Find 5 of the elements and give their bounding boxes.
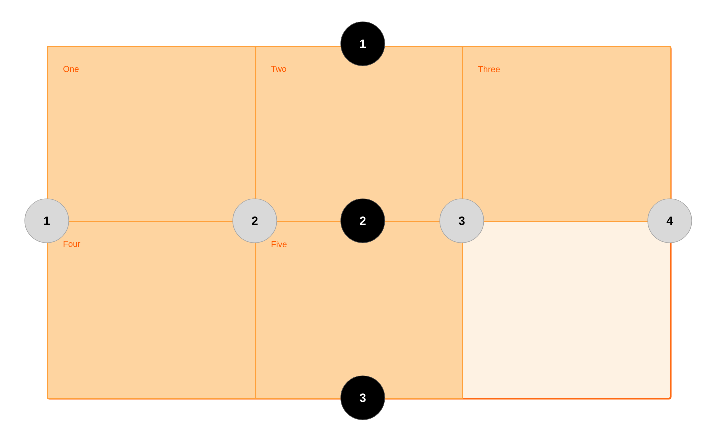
row-line-number: 1: [340, 22, 386, 66]
column-line-number: 3: [440, 198, 484, 244]
column-line-number: 4: [648, 198, 692, 244]
row-line-number: 2: [340, 198, 386, 244]
row-line-number: 3: [340, 376, 386, 420]
